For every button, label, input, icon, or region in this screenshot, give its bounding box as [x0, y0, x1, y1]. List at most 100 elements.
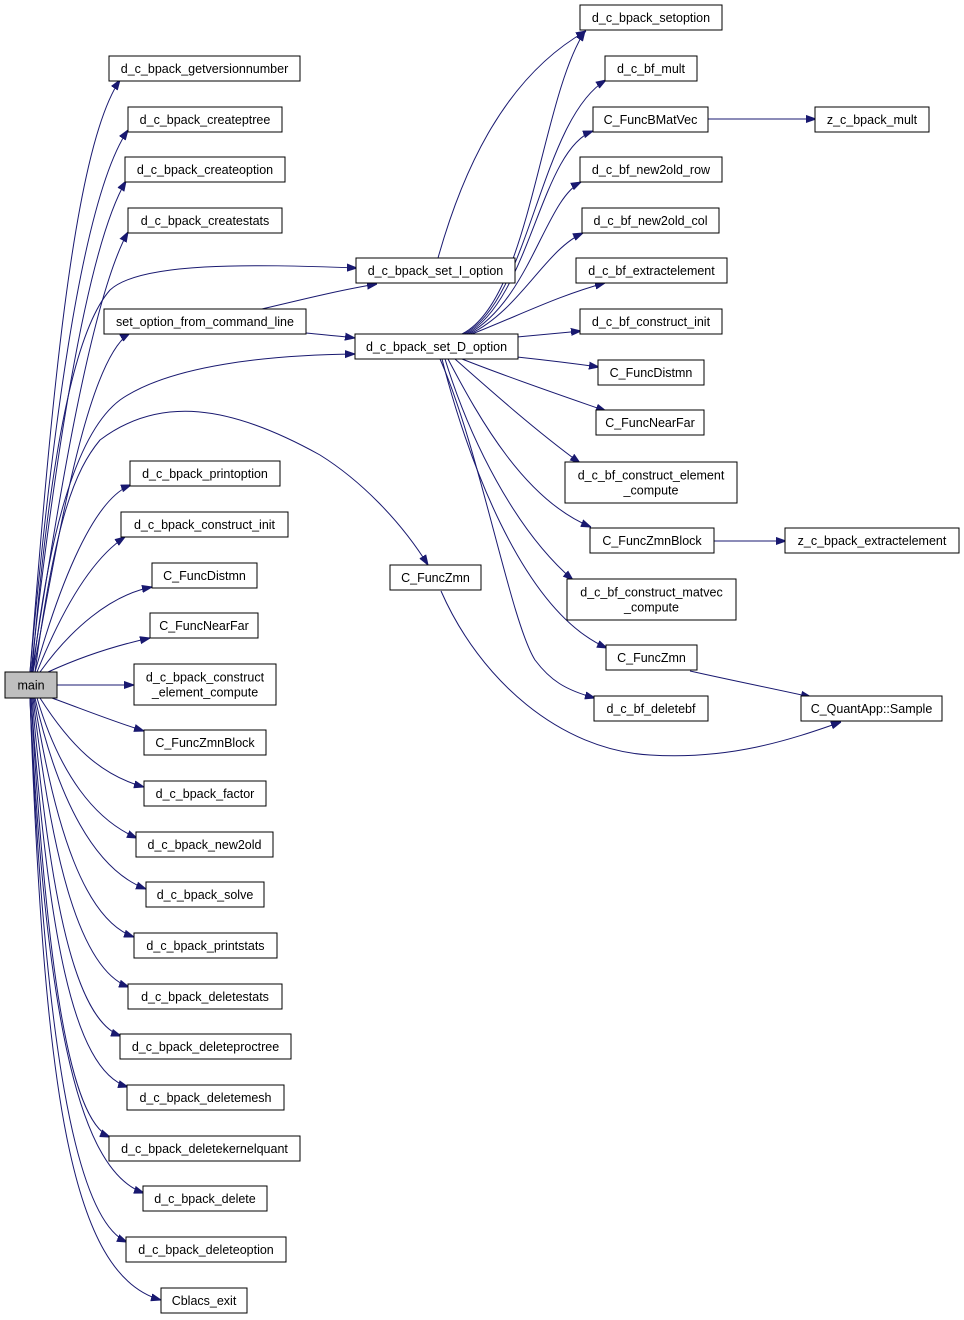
node-new2old-col[interactable]: d_c_bf_new2old_col	[581, 207, 720, 234]
node-bf-celem[interactable]: d_c_bf_construct_element_compute	[564, 461, 738, 504]
edge-main-funcnearfar	[47, 638, 150, 673]
node-box	[127, 106, 283, 133]
node-label: _compute	[623, 601, 679, 615]
node-label: set_option_from_command_line	[116, 315, 294, 329]
node-delete[interactable]: d_c_bpack_delete	[142, 1185, 268, 1212]
node-label: d_c_bf_mult	[617, 62, 686, 76]
node-bmatvec[interactable]: C_FuncBMatVec	[592, 106, 709, 133]
edge-main-set-D-option	[32, 354, 355, 673]
node-construct-elem[interactable]: d_c_bpack_construct_element_compute	[133, 663, 277, 706]
node-label: d_c_bpack_solve	[157, 888, 254, 902]
node-box	[127, 207, 283, 234]
node-sample[interactable]: C_QuantApp::Sample	[800, 695, 943, 722]
edge-set-D-new2old-row	[467, 182, 581, 335]
node-bf-mult[interactable]: d_c_bf_mult	[604, 55, 698, 82]
node-new2old[interactable]: d_c_bpack_new2old	[135, 831, 274, 858]
node-label: C_FuncZmnBlock	[602, 534, 702, 548]
node-box	[133, 663, 277, 706]
node-box	[142, 1185, 268, 1212]
node-set-I[interactable]: d_c_bpack_set_I_option	[355, 257, 516, 284]
node-label: d_c_bf_new2old_col	[594, 214, 708, 228]
node-label: _element_compute	[151, 686, 258, 700]
node-box	[125, 1236, 287, 1263]
node-nearfar-l[interactable]: C_FuncNearFar	[149, 612, 259, 639]
node-cblacs-exit[interactable]: Cblacs_exit	[160, 1287, 248, 1314]
node-box	[592, 106, 709, 133]
edge-main-printstats	[33, 697, 134, 937]
node-box	[129, 460, 281, 487]
node-deletebf[interactable]: d_c_bf_deletebf	[593, 695, 709, 722]
edge-main-deleteproctree	[31, 697, 121, 1036]
node-printoption[interactable]: d_c_bpack_printoption	[129, 460, 281, 487]
node-label: d_c_bpack_delete	[154, 1192, 256, 1206]
node-z-extract[interactable]: z_c_bpack_extractelement	[784, 527, 960, 554]
node-deleteproctree[interactable]: d_c_bpack_deleteproctree	[119, 1033, 292, 1060]
node-box	[355, 257, 516, 284]
node-box	[119, 1033, 292, 1060]
node-label: C_FuncZmn	[617, 651, 686, 665]
node-getversion[interactable]: d_c_bpack_getversionnumber	[108, 55, 301, 82]
node-box	[814, 106, 930, 133]
node-set-D[interactable]: d_c_bpack_set_D_option	[354, 333, 519, 360]
node-label: d_c_bpack_deletemesh	[139, 1091, 271, 1105]
node-nearfar-r[interactable]: C_FuncNearFar	[595, 409, 705, 436]
node-label: d_c_bpack_createstats	[141, 214, 270, 228]
node-createstats[interactable]: d_c_bpack_createstats	[127, 207, 283, 234]
node-setoption[interactable]: d_c_bpack_setoption	[579, 4, 723, 31]
node-box	[575, 257, 728, 284]
node-createptree[interactable]: d_c_bpack_createptree	[127, 106, 283, 133]
node-main[interactable]: main	[4, 671, 58, 699]
edge-set-D-distmn	[516, 356, 599, 367]
edge-main-printoption	[34, 485, 131, 673]
node-bf-extract[interactable]: d_c_bf_extractelement	[575, 257, 728, 284]
edge-main-delete	[29, 697, 144, 1193]
node-distmn-l[interactable]: C_FuncDistmn	[151, 562, 258, 589]
node-label: C_FuncDistmn	[610, 366, 693, 380]
edge-main-deletestats	[32, 697, 129, 987]
node-distmn-r[interactable]: C_FuncDistmn	[597, 359, 705, 386]
node-deleteoption[interactable]: d_c_bpack_deleteoption	[125, 1236, 287, 1263]
node-new2old-row[interactable]: d_c_bf_new2old_row	[579, 156, 723, 183]
edge-main-funczmn-mid	[34, 410, 428, 673]
edge-cmd-set-D-option	[305, 333, 355, 338]
node-deletemesh[interactable]: d_c_bpack_deletemesh	[126, 1084, 285, 1111]
node-deletekernelquant[interactable]: d_c_bpack_deletekernelquant	[108, 1135, 301, 1162]
node-box	[605, 644, 698, 671]
node-bf-cmatvec[interactable]: d_c_bf_construct_matvec_compute	[566, 578, 737, 621]
node-zmn-mid[interactable]: C_FuncZmn	[389, 564, 482, 591]
edge-funczmn-mid-sample	[440, 590, 841, 757]
node-label: z_c_bpack_mult	[827, 113, 918, 127]
node-createoption[interactable]: d_c_bpack_createoption	[124, 156, 286, 183]
node-label: d_c_bpack_setoption	[592, 11, 710, 25]
edge-main-construct-init	[36, 537, 125, 673]
node-label: d_c_bf_construct_matvec	[580, 586, 722, 600]
node-label: C_FuncNearFar	[605, 416, 695, 430]
node-label: C_FuncZmnBlock	[155, 736, 255, 750]
edge-main-deleteoption	[29, 697, 127, 1242]
node-deletestats[interactable]: d_c_bpack_deletestats	[127, 983, 283, 1010]
edge-set-D-bf-mult	[463, 80, 606, 335]
node-label: d_c_bpack_deleteoption	[138, 1243, 274, 1257]
node-box	[784, 527, 960, 554]
node-box	[149, 612, 259, 639]
node-label: C_FuncDistmn	[163, 569, 246, 583]
edge-set-D-deletebf	[439, 358, 595, 698]
node-printstats[interactable]: d_c_bpack_printstats	[133, 932, 278, 959]
node-setopt-cmd[interactable]: set_option_from_command_line	[103, 308, 307, 335]
node-solve[interactable]: d_c_bpack_solve	[145, 881, 265, 908]
node-label: d_c_bf_new2old_row	[592, 163, 711, 177]
node-zmn-r[interactable]: C_FuncZmn	[605, 644, 698, 671]
node-factor[interactable]: d_c_bpack_factor	[143, 780, 267, 807]
node-z-mult[interactable]: z_c_bpack_mult	[814, 106, 930, 133]
node-construct-init[interactable]: d_c_bpack_construct_init	[120, 511, 289, 538]
edge-main-deletekernelquant	[30, 697, 110, 1137]
node-box	[579, 308, 723, 335]
node-box	[120, 511, 289, 538]
node-box	[143, 780, 267, 807]
node-zmnblock-l[interactable]: C_FuncZmnBlock	[143, 729, 267, 756]
node-box	[593, 695, 709, 722]
node-box	[597, 359, 705, 386]
node-box	[133, 932, 278, 959]
node-zmnblock-r[interactable]: C_FuncZmnBlock	[589, 527, 715, 554]
node-bf-cinit[interactable]: d_c_bf_construct_init	[579, 308, 723, 335]
